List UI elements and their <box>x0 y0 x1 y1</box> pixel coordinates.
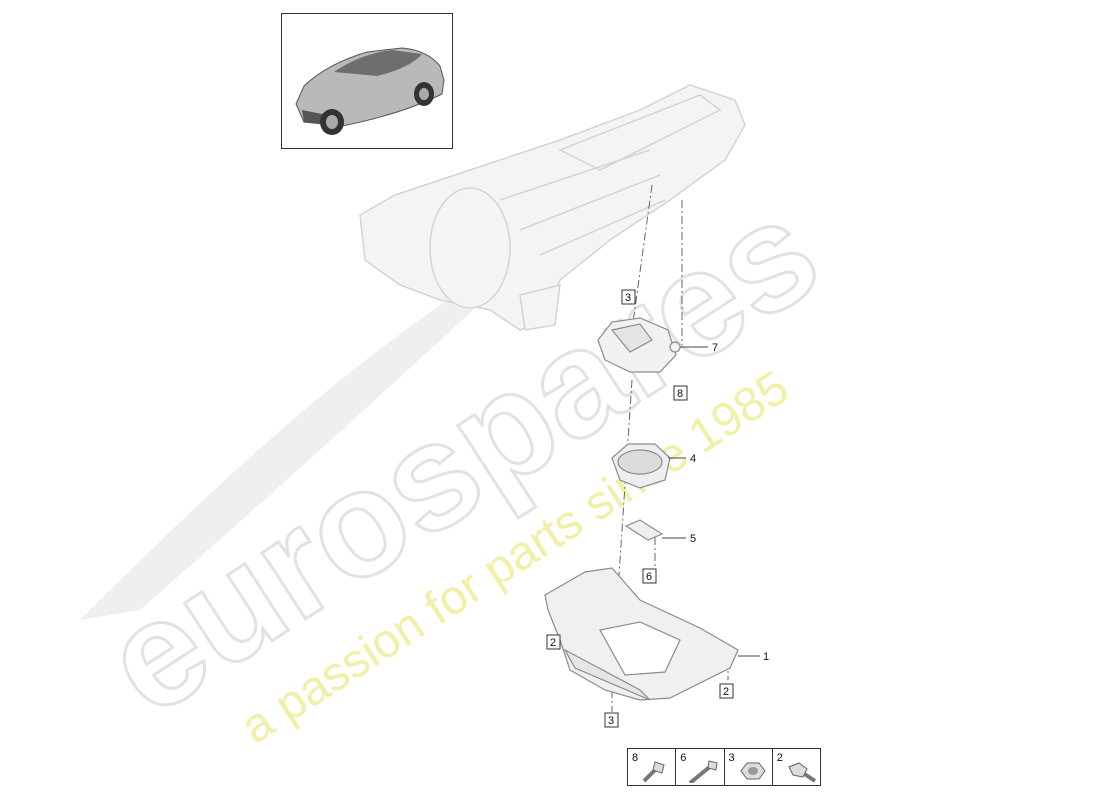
legend-number: 8 <box>632 752 639 764</box>
transmission-housing <box>359 84 746 331</box>
fastener-legend: 8 6 3 2 <box>627 748 821 786</box>
crossmember <box>544 567 739 701</box>
legend-number: 6 <box>680 752 687 764</box>
legend-number: 3 <box>728 752 735 764</box>
long-bolt-icon <box>688 760 718 783</box>
nut-icon <box>739 762 766 780</box>
boxed-callouts: 3 8 6 2 2 3 <box>546 289 734 728</box>
legend-item-8: 8 <box>628 749 677 785</box>
callout-2-left: 2 <box>550 637 556 649</box>
mounting-plate <box>624 519 664 541</box>
legend-number: 2 <box>776 752 783 764</box>
callout-6: 6 <box>646 571 652 583</box>
leader-lines <box>662 346 760 657</box>
flange-bolt-icon <box>788 762 816 783</box>
transmission-bracket <box>597 317 681 373</box>
callout-4: 4 <box>690 453 696 465</box>
callout-3-lower: 3 <box>608 715 614 727</box>
legend-item-6: 6 <box>676 749 725 785</box>
callout-8: 8 <box>677 388 683 400</box>
callout-5: 5 <box>690 533 696 545</box>
vehicle-thumbnail <box>281 13 453 149</box>
bolt-icon <box>642 761 665 783</box>
legend-item-3: 3 <box>725 749 773 785</box>
car-icon <box>295 47 445 135</box>
callout-2-right: 2 <box>723 686 729 698</box>
transmission-mount <box>611 443 671 489</box>
callout-3-upper: 3 <box>625 292 631 304</box>
watermark-swoosh <box>80 230 560 620</box>
legend-item-2: 2 <box>773 749 820 785</box>
callout-7: 7 <box>712 342 718 354</box>
callout-1: 1 <box>763 651 769 663</box>
